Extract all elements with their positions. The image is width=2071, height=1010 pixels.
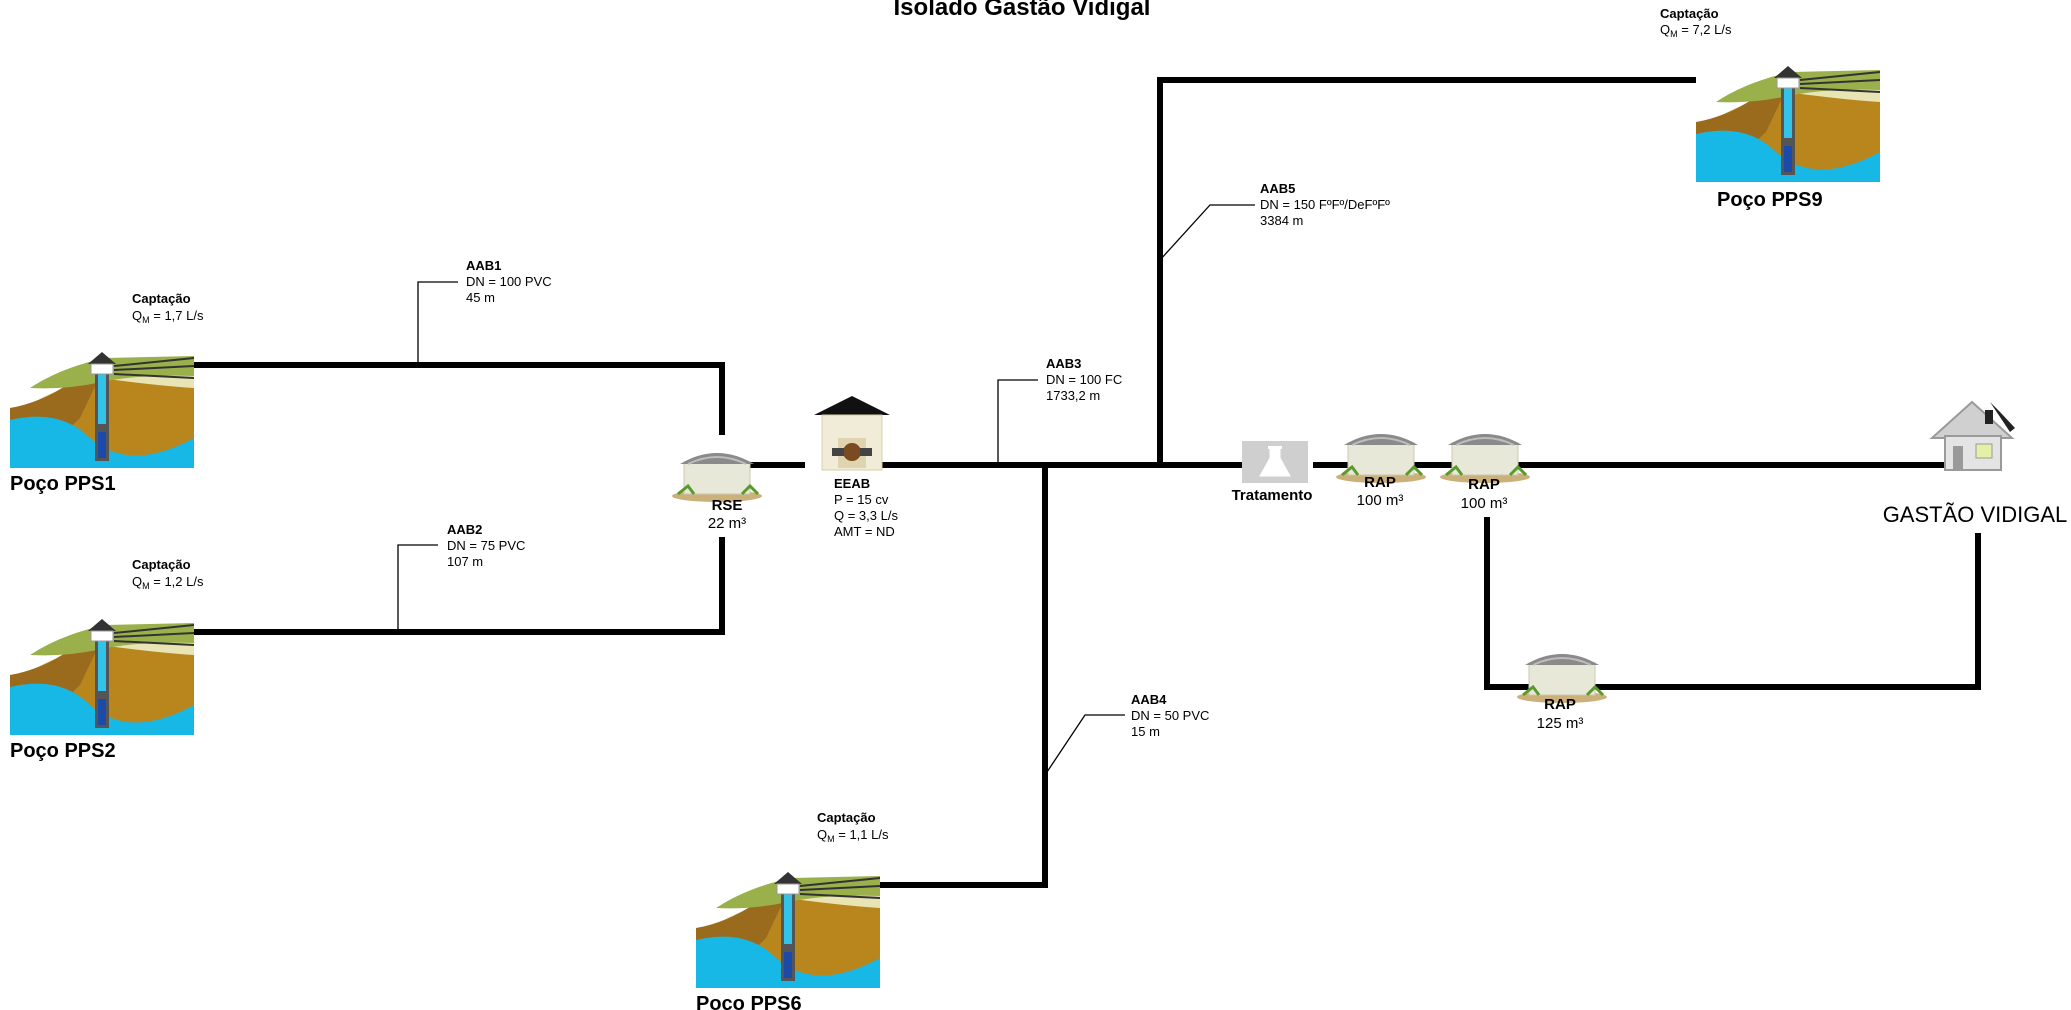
diagram-title: Isolado Gastão Vidigal bbox=[894, 0, 1151, 21]
well-pps6: Captação QM = 1,1 L/s Poço PPS6 bbox=[695, 810, 889, 1010]
well-pps6-flow: QM = 1,1 L/s bbox=[817, 827, 889, 844]
pipe-aab3-dn: DN = 100 FC bbox=[1046, 372, 1122, 387]
pipe-leaders bbox=[397, 204, 1255, 776]
city-gastao-vidigal: GASTÃO VIDIGAL bbox=[1883, 400, 2068, 527]
eeab-flow: Q = 3,3 L/s bbox=[834, 508, 898, 523]
well-pps1: Captação QM = 1,7 L/s Poço PPS1 bbox=[9, 291, 204, 495]
rse-volume: 22 m³ bbox=[708, 515, 746, 532]
well-pps2-captacao-label: Captação bbox=[132, 557, 191, 572]
pipe-aab5-dn: DN = 150 FºFº/DeFºFº bbox=[1260, 197, 1390, 212]
eeab-amt: AMT = ND bbox=[834, 524, 895, 539]
pipe-aab3-id: AAB3 bbox=[1046, 356, 1081, 371]
flask-icon bbox=[1242, 441, 1308, 483]
well-pps9-name: Poço PPS9 bbox=[1717, 189, 1823, 211]
pipe-label-aab1: AAB1 DN = 100 PVC 45 m bbox=[466, 258, 552, 305]
pipe-label-aab5: AAB5 DN = 150 FºFº/DeFºFº 3384 m bbox=[1260, 181, 1390, 228]
rap-3-volume: 125 m³ bbox=[1537, 715, 1584, 732]
rap-2-volume: 100 m³ bbox=[1461, 495, 1508, 512]
pipe-aab5-length: 3384 m bbox=[1260, 213, 1303, 228]
well-pps2: Captação QM = 1,2 L/s Poço PPS2 bbox=[9, 557, 204, 762]
well-pps9: Captação QM = 7,2 L/s Poço PPS9 bbox=[1660, 6, 1881, 211]
rap-reservoir-2: RAP 100 m³ bbox=[1438, 432, 1532, 512]
eeab-pump-station: EEAB P = 15 cv Q = 3,3 L/s AMT = ND bbox=[814, 396, 898, 539]
pump-house-icon bbox=[814, 396, 890, 471]
pipe-aab2-id: AAB2 bbox=[447, 522, 482, 537]
rse-label: RSE bbox=[712, 497, 743, 514]
rse-tank-icon bbox=[670, 451, 764, 504]
well-pps1-name: Poço PPS1 bbox=[10, 473, 116, 495]
pipe-aab5-id: AAB5 bbox=[1260, 181, 1295, 196]
pipe-aab4-dn: DN = 50 PVC bbox=[1131, 708, 1209, 723]
well-pps1-captacao-label: Captação bbox=[132, 291, 191, 306]
well-pps9-captacao-label: Captação bbox=[1660, 6, 1719, 21]
rap-reservoir-3: RAP 125 m³ bbox=[1515, 652, 1609, 732]
city-label: GASTÃO VIDIGAL bbox=[1883, 502, 2068, 527]
eeab-label: EEAB bbox=[834, 476, 870, 491]
rap-2-label: RAP bbox=[1468, 476, 1500, 493]
rap-reservoir-1: RAP 100 m³ bbox=[1334, 432, 1428, 509]
pipe-label-aab4: AAB4 DN = 50 PVC 15 m bbox=[1131, 692, 1209, 739]
well-pps1-flow: QM = 1,7 L/s bbox=[132, 308, 204, 325]
well-pps2-flow: QM = 1,2 L/s bbox=[132, 574, 204, 591]
pipe-aab3-length: 1733,2 m bbox=[1046, 388, 1100, 403]
rap-1-label: RAP bbox=[1364, 474, 1396, 491]
well-pps2-name: Poço PPS2 bbox=[10, 740, 116, 762]
pipe-aab2-length: 107 m bbox=[447, 554, 483, 569]
eeab-power: P = 15 cv bbox=[834, 492, 889, 507]
rse-reservoir: RSE 22 m³ bbox=[670, 451, 764, 532]
well-pps6-captacao-label: Captação bbox=[817, 810, 876, 825]
pipe-aab4-id: AAB4 bbox=[1131, 692, 1167, 707]
rap-3-label: RAP bbox=[1544, 696, 1576, 713]
pipe-aab1-length: 45 m bbox=[466, 290, 495, 305]
rap-1-volume: 100 m³ bbox=[1357, 492, 1404, 509]
treatment-label: Tratamento bbox=[1232, 487, 1313, 504]
pipe-aab1-dn: DN = 100 PVC bbox=[466, 274, 552, 289]
house-icon bbox=[1929, 400, 2015, 471]
pipe-network bbox=[185, 77, 1981, 888]
pipe-label-aab3: AAB3 DN = 100 FC 1733,2 m bbox=[1046, 356, 1122, 403]
well-pps9-flow: QM = 7,2 L/s bbox=[1660, 22, 1732, 39]
treatment-station: Tratamento bbox=[1232, 441, 1313, 504]
pipe-aab4-length: 15 m bbox=[1131, 724, 1160, 739]
pipe-aab2-dn: DN = 75 PVC bbox=[447, 538, 525, 553]
pipe-aab1-id: AAB1 bbox=[466, 258, 501, 273]
well-pps6-name: Poço PPS6 bbox=[696, 993, 802, 1010]
pipe-label-aab2: AAB2 DN = 75 PVC 107 m bbox=[447, 522, 525, 569]
